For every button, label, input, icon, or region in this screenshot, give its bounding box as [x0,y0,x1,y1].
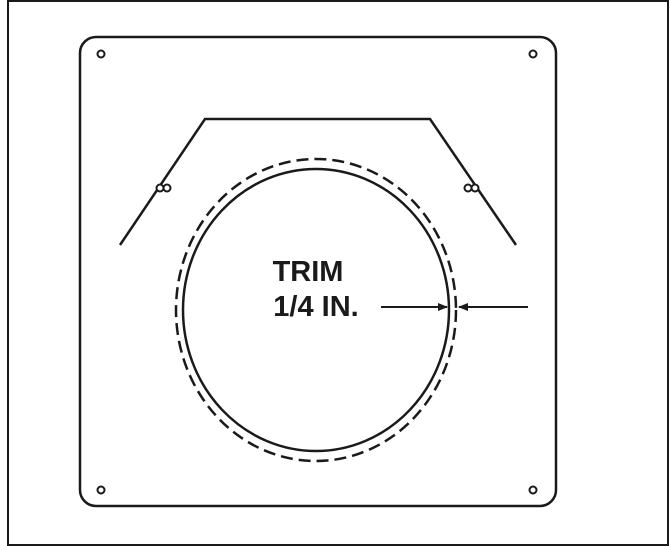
bracket-outline [118,117,518,246]
trim-label-line2: 1/4 IN. [273,291,358,323]
outer-border [7,0,669,546]
bracket-hole-right-a [463,183,473,193]
mounting-hole-top-left [96,49,106,59]
plate-outline [78,35,558,508]
original-cut-line-dashed [174,157,458,463]
bracket-hole-right-b [470,183,480,193]
bracket-hole-left-b [162,183,172,193]
trim-circle-solid [181,167,451,453]
bracket-hole-left-a [155,183,165,193]
mounting-hole-bottom-left [96,485,106,495]
mounting-hole-bottom-right [528,485,538,495]
mounting-hole-top-right [528,49,538,59]
trim-label-line1: TRIM [273,256,344,288]
